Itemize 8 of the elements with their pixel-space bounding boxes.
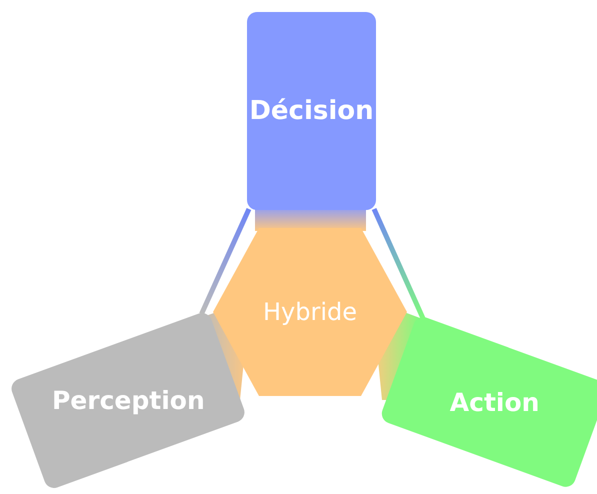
node-label: Perception	[52, 386, 204, 414]
node-label: Action	[449, 388, 539, 416]
decision-box	[247, 12, 376, 210]
node-label: Décision	[249, 96, 374, 126]
node-label: Hybride	[262, 298, 358, 326]
connector-line	[372, 208, 426, 320]
hexagon	[213, 228, 407, 396]
connector-line	[199, 208, 252, 315]
